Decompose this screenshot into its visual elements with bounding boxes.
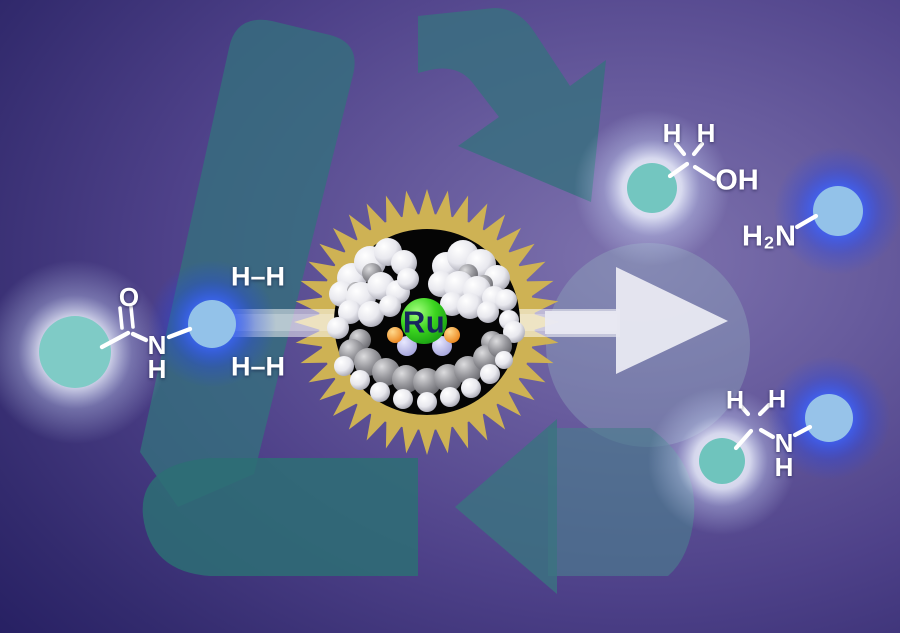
methanol-molecule bbox=[574, 110, 730, 266]
recycle-arrow-bottom-band bbox=[142, 458, 418, 576]
secondary-amine-r-node bbox=[699, 438, 745, 484]
amide-r-group-node bbox=[39, 316, 111, 388]
secondary-amine-h2-label: H bbox=[767, 385, 787, 414]
amide-nitrogen-label: N bbox=[147, 330, 167, 360]
h2n-h: H bbox=[742, 220, 763, 253]
h2n-subscript: 2 bbox=[764, 232, 774, 253]
phosphorus-atom bbox=[444, 327, 460, 343]
h2n-n: N bbox=[775, 220, 796, 253]
secondary-amine-molecule bbox=[648, 356, 891, 535]
methanol-r-node bbox=[627, 163, 677, 213]
phosphorus-atom bbox=[387, 327, 403, 343]
amide-molecule bbox=[0, 260, 276, 444]
primary-amine-n-node bbox=[813, 186, 863, 236]
methanol-h1-label: H bbox=[662, 118, 682, 148]
dihydrogen-bottom-label: H–H bbox=[230, 351, 286, 382]
amide-bonds bbox=[99, 305, 193, 350]
ru-atom bbox=[401, 298, 447, 344]
primary-amine-molecule bbox=[774, 147, 900, 275]
methanol-h2-label: H bbox=[696, 118, 716, 148]
secondary-amine-nh-label: H bbox=[774, 452, 794, 482]
amide-n-node bbox=[188, 300, 236, 348]
recycle-arrow-bottom-head bbox=[455, 419, 557, 594]
secondary-amine-n-node bbox=[805, 394, 853, 442]
catalyst-molecule bbox=[327, 238, 525, 412]
secondary-amine-bonds bbox=[733, 402, 813, 451]
methanol-bonds bbox=[667, 141, 717, 182]
dihydrogen-top-label: H–H bbox=[230, 261, 286, 292]
ru-label: Ru bbox=[402, 304, 446, 340]
reaction-arrow bbox=[545, 267, 728, 374]
secondary-amine-n-label: N bbox=[774, 428, 794, 458]
amide-nh-hydrogen-label: H bbox=[147, 354, 167, 384]
recycle-arrow-top bbox=[418, 8, 606, 202]
primary-amine-bond bbox=[794, 213, 819, 230]
nitrogen-atom bbox=[397, 336, 417, 356]
secondary-amine-h1-label: H bbox=[725, 386, 745, 415]
methanol-oh-label: OH bbox=[715, 164, 759, 197]
amide-oxygen-label: O bbox=[118, 282, 140, 312]
